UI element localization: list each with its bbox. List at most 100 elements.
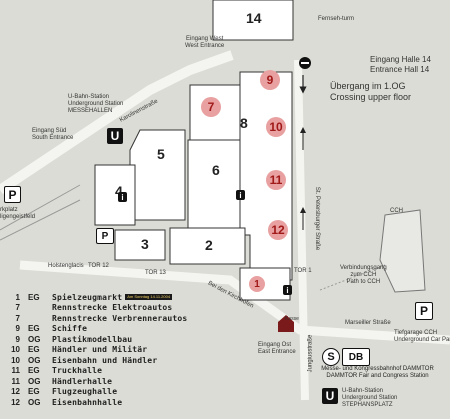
parking-left-label: rkplatz ligengeistfeld bbox=[0, 207, 36, 220]
legend-row: 7 Rennstrecke Verbrennerautos bbox=[4, 313, 242, 324]
hall-14-building bbox=[212, 0, 294, 41]
tor12-label: TOR 12 bbox=[88, 263, 109, 269]
hall-4-building bbox=[94, 164, 136, 226]
info-icon-east: i bbox=[283, 285, 292, 295]
tiefgarage-label: Tiefgarage CCH Underground Car Park bbox=[394, 330, 450, 343]
parking-cch-icon: P bbox=[415, 302, 433, 320]
legend-topic: Plastikmodellbau bbox=[52, 334, 133, 344]
wheelchair-parking-icon: P bbox=[96, 228, 114, 244]
legend-hall-number: 10 bbox=[11, 355, 20, 365]
legend-topic: Eisenbahnhalle bbox=[52, 397, 123, 407]
fernsehturm-label: Fernseh-turm bbox=[318, 16, 355, 22]
south-entrance-label: Eingang Süd South Entrance bbox=[32, 128, 74, 141]
hall-10-marker: 10 bbox=[266, 117, 286, 137]
legend-floor: EG bbox=[28, 387, 40, 397]
info-icon-hall4: i bbox=[118, 192, 127, 202]
legend-floor: OG bbox=[28, 334, 41, 344]
kasse-label: Kasse bbox=[285, 316, 299, 322]
cch-building bbox=[379, 209, 426, 293]
hall-11-marker: 11 bbox=[266, 170, 286, 190]
st-petersburger-label: St. Petersburger Straße bbox=[314, 186, 321, 251]
legend-hall-number: 11 bbox=[11, 366, 20, 376]
hall-4-label: 4 bbox=[115, 183, 123, 199]
hall-3-label: 3 bbox=[141, 236, 149, 252]
info-icon-center: i bbox=[236, 190, 245, 200]
cch-label: CCH bbox=[390, 208, 403, 214]
legend-topic: Rennstrecke Verbrennerautos bbox=[52, 313, 188, 323]
hall-8-label: 8 bbox=[240, 115, 248, 131]
stephansplatz-label: U-Bahn-Station Underground Station STEPH… bbox=[342, 388, 398, 408]
legend-topic: Händlerhalle bbox=[52, 376, 113, 386]
legend-row: 9 EG Schiffe bbox=[4, 324, 242, 335]
hall-5-label: 5 bbox=[157, 146, 165, 162]
legend-topic: Händler und Militär bbox=[52, 345, 148, 355]
hall-1-building bbox=[239, 267, 291, 301]
hall-14-label: 14 bbox=[246, 10, 262, 26]
crossing-de: Übergang im 1.OG bbox=[330, 81, 406, 91]
legend-hall-number: 7 bbox=[15, 303, 20, 313]
legend-hall-number: 9 bbox=[15, 324, 20, 334]
hall-3-building bbox=[114, 229, 166, 261]
cch-path-label: Verbindungsgang zum CCH Path to CCH bbox=[340, 265, 387, 285]
legend-topic: Flugzeughalle bbox=[52, 387, 118, 397]
legend-row: 11 EG Truckhalle bbox=[4, 366, 242, 377]
legend-row: 11 OG Händlerhalle bbox=[4, 376, 242, 387]
karolinenstrasse-road bbox=[0, 50, 234, 195]
legend-topic: Rennstrecke Elektroautos bbox=[52, 303, 173, 313]
ubahn-messehallen-label: U-Bahn-Station Underground Station MESSE… bbox=[68, 94, 124, 114]
parking-left-icon: P bbox=[4, 186, 21, 203]
legend-floor: EG bbox=[28, 324, 40, 334]
legend-hall-number: 12 bbox=[11, 387, 20, 397]
ubahn-stephansplatz-badge: U bbox=[322, 388, 338, 404]
tor1-label: TOR 1 bbox=[294, 268, 312, 274]
holstenglacis-road bbox=[19, 260, 450, 345]
legend-floor: EG bbox=[28, 292, 40, 302]
legend-hall-number: 10 bbox=[11, 345, 20, 355]
legend-row: 10 OG Eisenbahn und Händler bbox=[4, 355, 242, 366]
legend-sunday-tag: Am Sonntag 14.11.2004 bbox=[125, 294, 173, 301]
legend-row: 12 OG Eisenbahnhalle bbox=[4, 397, 242, 408]
legend-row: 7 Rennstrecke Elektroautos bbox=[4, 303, 242, 314]
hall-1-marker: 1 bbox=[249, 276, 265, 292]
tor13-label: TOR 13 bbox=[145, 270, 166, 276]
hall-6-label: 6 bbox=[212, 162, 220, 178]
legend-hall-number: 12 bbox=[11, 397, 20, 407]
hall-12-marker: 12 bbox=[268, 220, 288, 240]
legend-hall-number: 9 bbox=[15, 334, 20, 344]
dammtor-station-label: Messe- und Kongressbahnhof DAMMTOR DAMMT… bbox=[321, 366, 434, 379]
legend-topic: Eisenbahn und Händler bbox=[52, 355, 158, 365]
hall-2-building bbox=[169, 227, 246, 265]
legend-row: 12 EG Flugzeughalle bbox=[4, 387, 242, 398]
legend-row: 9 OG Plastikmodellbau bbox=[4, 334, 242, 345]
legend-hall-number: 1 bbox=[15, 292, 20, 302]
hall-9-marker: 9 bbox=[260, 70, 280, 90]
hall-7-marker: 7 bbox=[201, 97, 221, 117]
legend-floor: EG bbox=[28, 366, 40, 376]
west-entrance-label: Eingang West West Entrance bbox=[185, 36, 225, 49]
legend-hall-number: 7 bbox=[15, 313, 20, 323]
legend-floor: EG bbox=[28, 345, 40, 355]
legend-hall-number: 11 bbox=[11, 376, 20, 386]
east-entrance-label: Eingang Ost East Entrance bbox=[258, 342, 296, 355]
hall-6-building bbox=[187, 139, 241, 241]
st-petersburger-road bbox=[294, 59, 309, 401]
hall14-entrance-en: Entrance Hall 14 bbox=[370, 65, 430, 74]
legend-floor: OG bbox=[28, 355, 41, 365]
east-entrance-marker bbox=[278, 315, 294, 332]
hall14-entrance-de: Eingang Halle 14 bbox=[370, 55, 431, 64]
marseiller-label: Marseiller Straße bbox=[345, 320, 391, 326]
legend-topic: Truckhalle bbox=[52, 366, 103, 376]
legend-floor: OG bbox=[28, 376, 41, 386]
crossing-en: Crossing upper floor bbox=[330, 92, 412, 102]
s-bahn-icon: S bbox=[322, 348, 340, 366]
legend-topic: Schiffe bbox=[52, 324, 88, 334]
hall-5-building bbox=[129, 129, 186, 221]
legend-topic: Spielzeugmarkt bbox=[52, 292, 123, 302]
hall-2-label: 2 bbox=[205, 237, 213, 253]
legend-row: 10 EG Händler und Militär bbox=[4, 345, 242, 356]
holstenglacis-label: Holstenglacis bbox=[48, 263, 84, 269]
legend-floor: OG bbox=[28, 397, 41, 407]
ubahn-messehallen-badge: U bbox=[107, 128, 123, 144]
